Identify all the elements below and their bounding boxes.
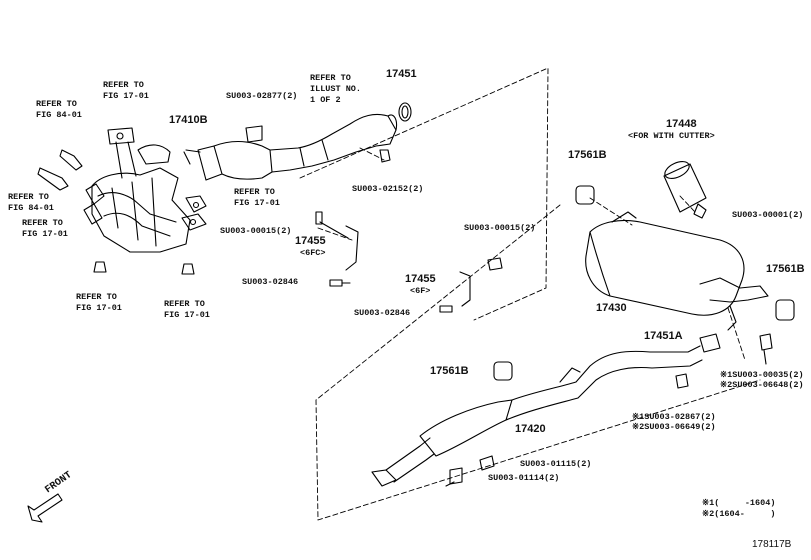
fig-ref: FIG 17-01 [103, 91, 149, 101]
fig-ref: FIG 17-01 [164, 310, 210, 320]
bolt-su003-06649: ※2SU003-06649(2) [632, 422, 716, 432]
part-17430: 17430 [596, 302, 627, 314]
part-17420: 17420 [515, 423, 546, 435]
refer-note-bottom-mid: REFER TO FIG 17-01 [164, 299, 210, 321]
bolt-su003-01114: SU003-01114(2) [488, 473, 560, 483]
bolt-su003-02846-b: SU003-02846 [354, 308, 411, 318]
bolt-su003-02877: SU003-02877(2) [226, 91, 298, 101]
part-17410b: 17410B [169, 114, 208, 126]
bolt-su003-02867: ※1SU003-02867(2) [632, 412, 716, 422]
main-muffler [585, 211, 769, 331]
fig-ref: FIG 17-01 [234, 198, 280, 208]
bolt-su003-02152: SU003-02152(2) [352, 184, 424, 194]
bolt-leader-right [727, 307, 746, 361]
refer-text: REFER TO [234, 187, 275, 197]
part-17455-6fc: 17455 [295, 235, 326, 247]
footnote-2: ※2(1604- ) [702, 509, 776, 519]
front-arrow-icon [27, 493, 63, 523]
fig-ref: FIG 84-01 [36, 110, 82, 120]
fig-ref: FIG 17-01 [22, 229, 68, 239]
footnote-1: ※1( -1604) [702, 498, 776, 508]
part-17561b-right: 17561B [766, 263, 805, 275]
refer-text: REFER TO [36, 99, 77, 109]
bolt-su003-06648: ※2SU003-06648(2) [720, 380, 804, 390]
refer-text: REFER TO [310, 73, 351, 83]
bolt-su003-01115: SU003-01115(2) [520, 459, 592, 469]
part-17451: 17451 [386, 68, 417, 80]
front-small-parts [315, 102, 503, 313]
refer-illust-note: REFER TO ILLUST NO. 1 OF 2 [310, 73, 361, 106]
part-17455-6f: 17455 [405, 273, 436, 285]
bolt-su003-00015-right: SU003-00015(2) [464, 223, 536, 233]
refer-text: REFER TO [22, 218, 63, 228]
part-17561b-left: 17561B [568, 149, 607, 161]
part-17561b-mid: 17561B [430, 365, 469, 377]
refer-note-fig17-mid: REFER TO FIG 17-01 [234, 187, 280, 209]
bolt-su003-00015-left: SU003-00015(2) [220, 226, 292, 236]
front-pipe-group-outline [299, 67, 549, 321]
bolt-leader-left [317, 227, 353, 241]
refer-text: REFER TO [164, 299, 205, 309]
tail-group-outline [315, 204, 761, 521]
part-17448: 17448 [666, 118, 697, 130]
refer-text: REFER TO [8, 192, 49, 202]
refer-note-fig84-left: REFER TO FIG 84-01 [8, 192, 54, 214]
illust-number: ILLUST NO. [310, 84, 362, 94]
part-17451a: 17451A [644, 330, 683, 342]
fig-ref: FIG 84-01 [8, 203, 54, 213]
refer-note-fig17-left: REFER TO FIG 17-01 [22, 218, 68, 240]
cutter-leader [679, 195, 696, 213]
label-6fc: <6FC> [300, 248, 326, 258]
front-exhaust-pipe [183, 113, 398, 181]
refer-note-top: REFER TO FIG 17-01 [103, 80, 149, 102]
refer-text: REFER TO [103, 80, 144, 90]
lower-bolts [445, 333, 773, 487]
refer-note-bottom-left: REFER TO FIG 17-01 [76, 292, 122, 314]
rubber-mounts [493, 185, 795, 381]
label-for-with-cutter: <FOR WITH CUTTER> [628, 131, 715, 141]
bolt-su003-02846-a: SU003-02846 [242, 277, 299, 287]
bolt-su003-00001: SU003-00001(2) [732, 210, 804, 220]
figure-id: 178117B [752, 539, 792, 550]
bolt-su003-00035: ※1SU003-00035(2) [720, 370, 804, 380]
exhaust-cutter [663, 161, 707, 219]
refer-text: REFER TO [76, 292, 117, 302]
label-6f: <6F> [410, 286, 431, 296]
fig-ref: FIG 17-01 [76, 303, 122, 313]
illust-page: 1 OF 2 [310, 95, 341, 105]
exhaust-manifold [37, 127, 207, 275]
refer-note-fig84-top: REFER TO FIG 84-01 [36, 99, 82, 121]
center-exhaust-pipe [371, 333, 721, 487]
